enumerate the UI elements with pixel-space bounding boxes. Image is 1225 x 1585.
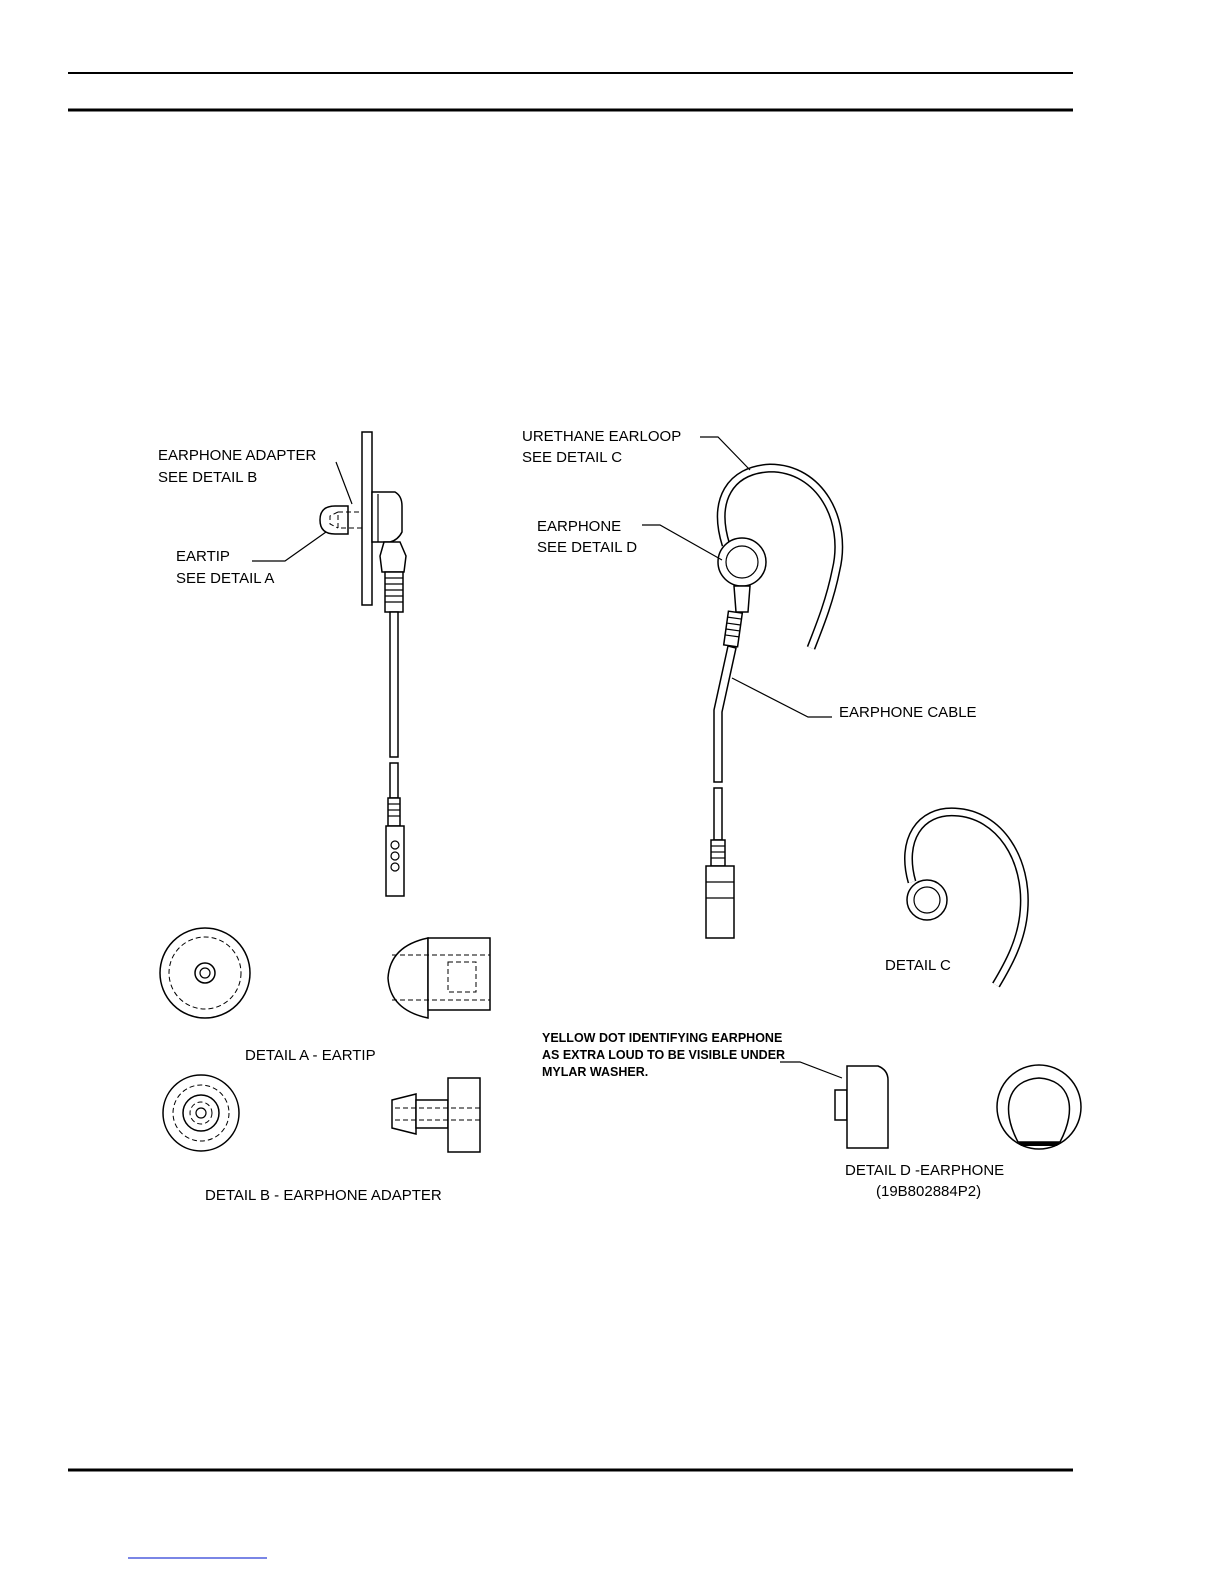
strain-relief-side xyxy=(380,542,406,572)
cable-upper xyxy=(390,612,398,757)
label-see-detail-d: SEE DETAIL D xyxy=(537,539,637,556)
label-detail-c: DETAIL C xyxy=(885,957,951,974)
earphone-ring xyxy=(718,538,766,586)
detail-a-side-view xyxy=(388,938,490,1018)
label-yellow-dot-line3: MYLAR WASHER. xyxy=(542,1065,648,1079)
earphone-body-side xyxy=(372,492,402,542)
detail-b-side-view xyxy=(392,1078,480,1152)
leader-yellow-dot xyxy=(780,1062,842,1078)
cable-lower xyxy=(390,763,398,798)
eartip-side xyxy=(320,506,348,534)
label-eartip: EARTIP xyxy=(176,548,230,565)
earphone-cable xyxy=(714,646,736,782)
label-see-detail-c: SEE DETAIL C xyxy=(522,449,622,466)
label-detail-d: DETAIL D -EARPHONE xyxy=(845,1162,1004,1179)
leader-eartip xyxy=(252,532,326,561)
label-earphone-cable: EARPHONE CABLE xyxy=(839,704,977,721)
earloop-assembly xyxy=(642,437,839,938)
label-yellow-dot-line2: AS EXTRA LOUD TO BE VISIBLE UNDER xyxy=(542,1048,785,1062)
mounting-plate xyxy=(362,432,372,605)
leader-cable xyxy=(732,678,832,717)
earphone-cable-lower xyxy=(714,788,722,840)
label-detail-a: DETAIL A - EARTIP xyxy=(245,1047,376,1064)
label-yellow-dot-line1: YELLOW DOT IDENTIFYING EARPHONE xyxy=(542,1031,782,1045)
connector-side xyxy=(386,826,404,896)
label-urethane-earloop: URETHANE EARLOOP xyxy=(522,428,681,445)
side-view-assembly xyxy=(252,432,406,896)
leader-adapter xyxy=(336,462,352,504)
detail-a-front-view xyxy=(160,928,250,1018)
label-earphone: EARPHONE xyxy=(537,518,621,535)
earphone-neck xyxy=(734,586,750,612)
label-detail-b: DETAIL B - EARPHONE ADAPTER xyxy=(205,1187,442,1204)
leader-earloop xyxy=(700,437,750,470)
lower-boot xyxy=(388,798,400,826)
label-see-detail-a: SEE DETAIL A xyxy=(176,570,274,587)
label-see-detail-b: SEE DETAIL B xyxy=(158,469,257,486)
detail-d-side-view xyxy=(835,1066,888,1148)
detail-b-front-view xyxy=(163,1075,239,1151)
label-part-number: (19B802884P2) xyxy=(876,1183,981,1200)
label-earphone-adapter: EARPHONE ADAPTER xyxy=(158,447,317,464)
connector-right xyxy=(706,866,734,938)
leader-earphone xyxy=(642,525,722,560)
detail-d-front-view xyxy=(997,1065,1081,1149)
